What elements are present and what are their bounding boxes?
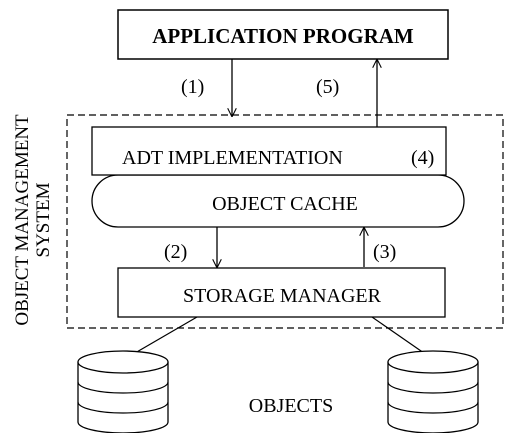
oms-label-line2: SYSTEM: [33, 182, 54, 257]
step4-label: (4): [411, 147, 434, 169]
step5-label: (5): [316, 76, 339, 98]
adt-implementation-box: [91, 126, 447, 176]
oms-boundary: [66, 114, 504, 329]
storage-manager-label: STORAGE MANAGER: [183, 285, 382, 307]
step3-label: (3): [373, 241, 396, 263]
oms-label-line1: OBJECT MANAGEMENT: [12, 114, 33, 326]
step1-label: (1): [181, 76, 204, 98]
application-program-label: APPLICATION PROGRAM: [152, 24, 414, 48]
object-cache-label: OBJECT CACHE: [212, 193, 358, 215]
adt-implementation-label: ADT IMPLEMENTATION: [122, 147, 343, 169]
step2-label: (2): [164, 241, 187, 263]
storage-manager-box: [117, 267, 446, 318]
application-program-box: [117, 9, 449, 60]
database-icon-left: [77, 350, 169, 433]
database-icon-right: [387, 350, 479, 433]
objects-label: OBJECTS: [249, 395, 333, 417]
